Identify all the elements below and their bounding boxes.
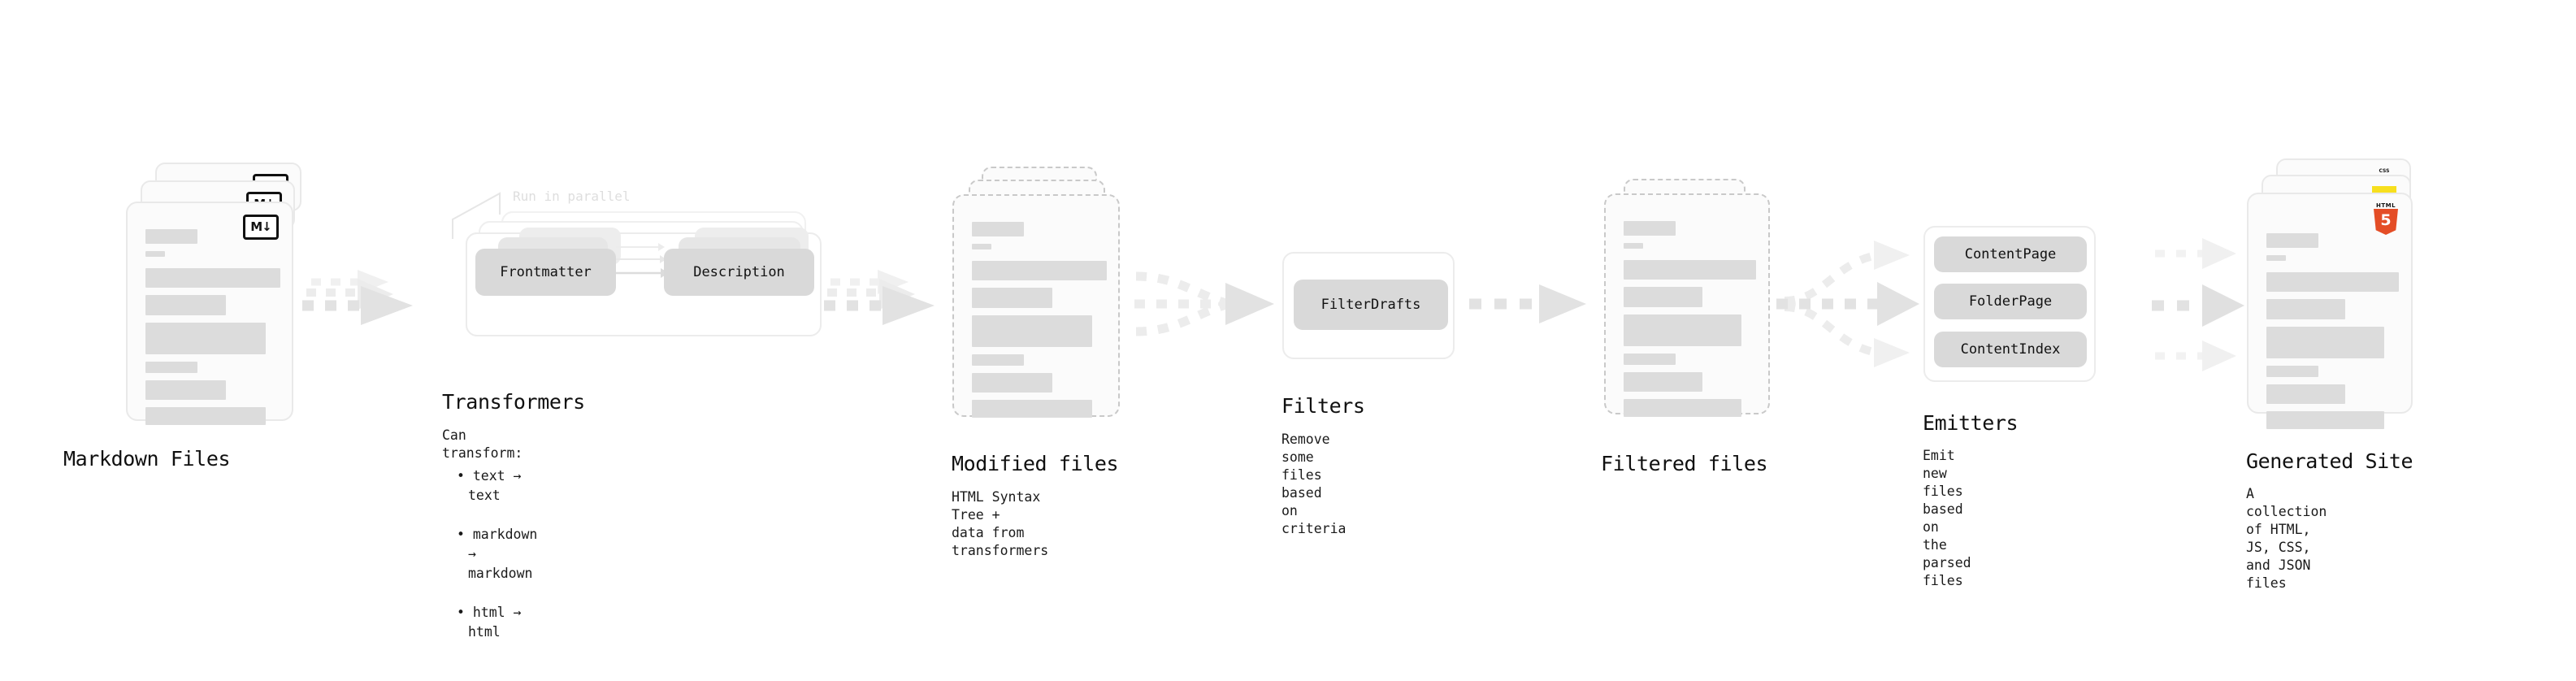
connector-markdown-to-transformers <box>302 270 413 325</box>
connector-emitters-to-generated <box>2152 238 2244 371</box>
skeleton-line <box>972 354 1024 366</box>
stage-subtitle: Emit new files based on the parsed files <box>1923 448 1971 588</box>
skeleton-line <box>1624 243 1643 249</box>
stage-title: Filtered files <box>1601 452 1768 475</box>
skeleton-line <box>1624 221 1676 236</box>
skeleton-line <box>145 295 226 315</box>
connector-modified-to-filters <box>1134 271 1274 336</box>
skeleton-line <box>145 380 226 400</box>
chip-frontmatter[interactable]: Frontmatter <box>475 249 616 296</box>
chip-contentindex[interactable]: ContentIndex <box>1934 332 2087 367</box>
bullet-text: html → html <box>468 605 522 640</box>
transform-bullet-list: • text → text • markdown → markdown • ht… <box>457 447 537 661</box>
stage-title: Transformers <box>442 390 585 414</box>
connector-transformers-to-modified <box>824 270 935 325</box>
skeleton-line <box>2266 272 2399 292</box>
skeleton-line <box>2266 411 2384 429</box>
skeleton-line <box>145 251 165 257</box>
skeleton-line <box>2266 299 2345 319</box>
skeleton-lines <box>2266 233 2399 436</box>
file-card-front: M↓ <box>126 202 293 425</box>
html5-shield <box>2374 209 2398 235</box>
chip-description[interactable]: Description <box>664 249 814 296</box>
skeleton-line <box>145 229 197 244</box>
stage-title: Markdown Files <box>63 447 231 471</box>
skeleton-line <box>145 323 266 354</box>
skeleton-line <box>972 373 1052 393</box>
skeleton-line <box>2266 384 2345 404</box>
file-card-front: HTML <box>2247 193 2413 429</box>
chip-folderpage[interactable]: FolderPage <box>1934 284 2087 319</box>
skeleton-line <box>972 288 1052 308</box>
stage-title: Generated Site <box>2246 449 2413 473</box>
run-in-parallel-label: Run in parallel <box>513 189 631 204</box>
skeleton-line <box>1624 372 1702 392</box>
stage-subtitle: Can transform: <box>442 427 523 461</box>
skeleton-lines <box>145 229 280 432</box>
file-card-front <box>952 194 1120 418</box>
stage-subtitle: HTML Syntax Tree + data from transformer… <box>952 489 1049 558</box>
bullet-text: text → text <box>468 468 522 503</box>
skeleton-line <box>2266 366 2318 377</box>
skeleton-line <box>2266 327 2384 358</box>
skeleton-line <box>972 244 991 249</box>
file-card-front <box>1604 193 1770 417</box>
skeleton-line <box>145 407 266 425</box>
connector-filtered-to-emitters <box>1776 241 1919 367</box>
markdown-badge: M↓ <box>243 215 279 240</box>
skeleton-line <box>2266 255 2286 261</box>
stage-title: Filters <box>1281 394 1365 418</box>
stage-title: Modified files <box>952 452 1119 475</box>
stage-subtitle: Remove some files based on criteria <box>1281 432 1347 536</box>
html5-badge: HTML <box>2372 202 2400 235</box>
skeleton-lines <box>972 222 1107 425</box>
chip-filterdrafts[interactable]: FilterDrafts <box>1294 280 1448 330</box>
connector-filters-to-filtered <box>1469 284 1586 323</box>
skeleton-line <box>145 362 197 373</box>
skeleton-line <box>1624 287 1702 307</box>
html5-icon: HTML <box>2372 202 2400 235</box>
chip-contentpage[interactable]: ContentPage <box>1934 236 2087 272</box>
stage-subtitle: A collection of HTML, JS, CSS, and JSON … <box>2246 486 2327 591</box>
skeleton-line <box>972 315 1092 347</box>
skeleton-line <box>972 222 1024 236</box>
transform-bullet: • html → html <box>457 605 522 640</box>
skeleton-line <box>972 261 1107 280</box>
skeleton-line <box>1624 399 1741 417</box>
bullet-text: markdown → markdown <box>468 527 538 581</box>
skeleton-line <box>145 268 280 288</box>
transform-bullet: • text → text <box>457 468 522 503</box>
skeleton-line <box>1624 314 1741 346</box>
skeleton-line <box>972 400 1092 418</box>
markdown-icon: M↓ <box>243 215 279 240</box>
skeleton-line <box>2266 233 2318 248</box>
skeleton-line <box>1624 354 1676 365</box>
transform-bullet: • markdown → markdown <box>457 527 538 581</box>
skeleton-lines <box>1624 221 1756 424</box>
skeleton-line <box>1624 260 1756 280</box>
stage-title: Emitters <box>1923 411 2019 435</box>
html5-wordmark: HTML <box>2375 202 2396 209</box>
